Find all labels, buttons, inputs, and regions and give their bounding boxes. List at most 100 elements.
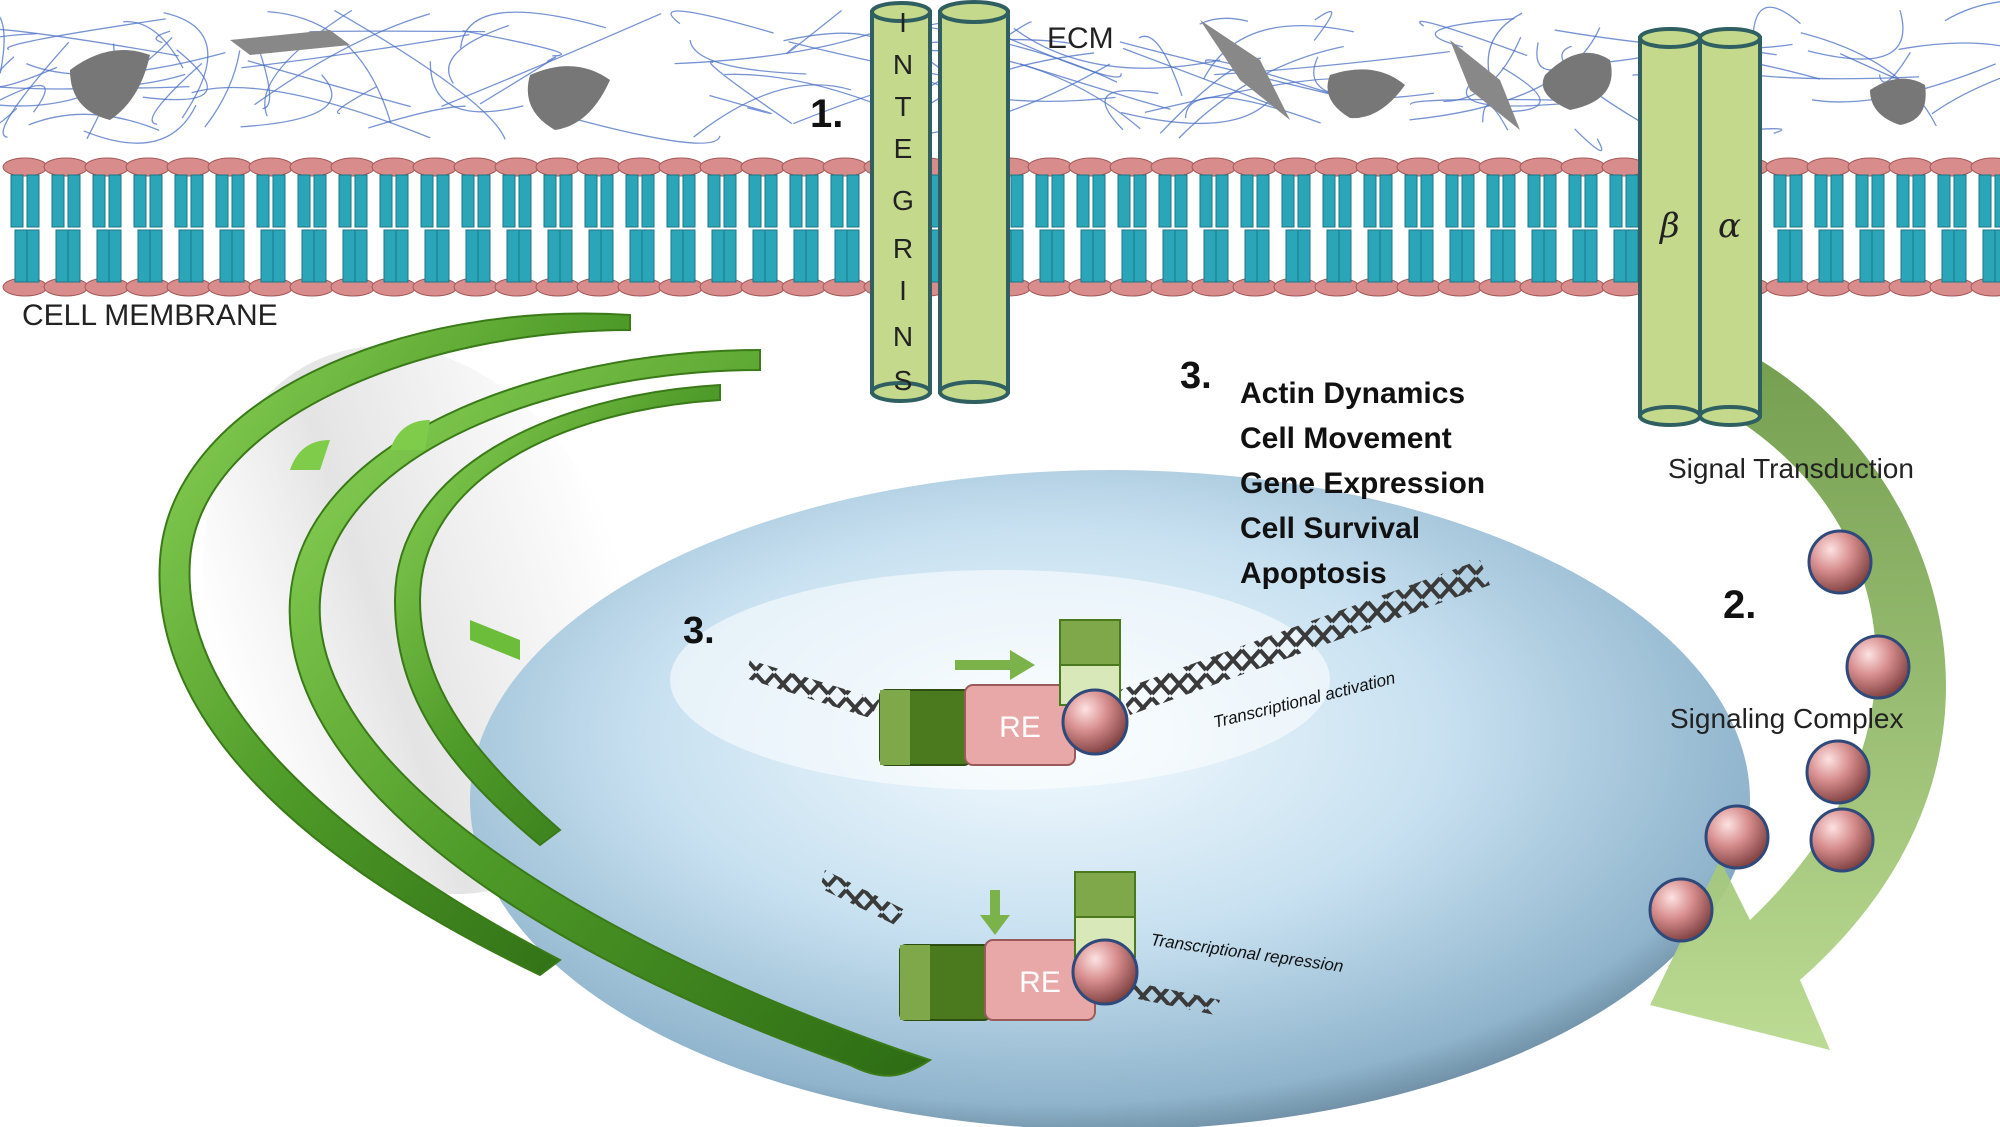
- ecm-fiber: [1313, 10, 1333, 41]
- nucleus: [470, 470, 1750, 1127]
- lipid-unit: [84, 157, 130, 297]
- ecm-fiber: [479, 56, 557, 105]
- signaling-molecule: [1809, 807, 1875, 873]
- ecm-fiber: [674, 21, 902, 65]
- lipid-unit: [1355, 157, 1401, 297]
- ecm-fiber: [1898, 42, 2000, 51]
- lipid-unit: [1560, 157, 1606, 297]
- cell-membrane-label: CELL MEMBRANE: [22, 299, 278, 332]
- ecm-fiber: [1199, 17, 1249, 25]
- ecm-fiber: [1807, 10, 1904, 60]
- lipid-unit: [330, 157, 376, 297]
- lipid-unit: [289, 157, 335, 297]
- lipid-unit: [1314, 157, 1360, 297]
- lipid-unit: [207, 157, 253, 297]
- lipid-unit: [1191, 157, 1237, 297]
- lipid-unit: [248, 157, 294, 297]
- ecm-fiber: [123, 21, 184, 69]
- signaling-molecule: [1845, 634, 1911, 700]
- ecm-fiber: [1434, 18, 1515, 48]
- signaling-molecule: [1807, 529, 1873, 595]
- signaling-molecule: [1648, 877, 1714, 943]
- ecm-fiber: [0, 16, 5, 74]
- ecm-fiber: [1419, 20, 1528, 57]
- ecm-fiber: [670, 10, 774, 34]
- transcription-complex-repression: [899, 871, 1139, 1021]
- lipid-unit: [1929, 157, 1975, 297]
- lipid-unit: [1806, 157, 1852, 297]
- ecm-fiber: [693, 84, 852, 138]
- signaling-molecule: [1805, 739, 1871, 805]
- endoplasmic-reticulum: [158, 312, 933, 1077]
- lipid-unit: [576, 157, 622, 297]
- ecm-fiber: [1800, 32, 1937, 127]
- lipid-unit: [453, 157, 499, 297]
- lipid-unit: [43, 157, 89, 297]
- ecm-fiber: [0, 84, 46, 113]
- ecm-fiber: [459, 11, 607, 49]
- transcription-complex-activation: [879, 619, 1129, 766]
- lipid-unit: [125, 157, 171, 297]
- lipid-unit: [535, 157, 581, 297]
- lipid-unit: [1847, 157, 1893, 297]
- ecm-fiber: [267, 11, 392, 124]
- ecm-fiber: [1574, 128, 1603, 152]
- outcome-item: Actin Dynamics: [1240, 377, 1465, 410]
- ecm-fiber: [429, 61, 524, 113]
- ecm-fiber: [6, 18, 166, 51]
- ecm-fiber: [254, 13, 431, 106]
- ecm-fiber: [709, 61, 793, 125]
- ecm-fiber: [83, 104, 197, 144]
- ecm-fiber: [1501, 67, 1541, 113]
- ecm-fiber: [462, 30, 563, 57]
- lipid-unit: [699, 157, 745, 297]
- ecm-fiber: [309, 30, 486, 33]
- lipid-unit: [1232, 157, 1278, 297]
- outcome-item: Cell Movement: [1240, 422, 1452, 455]
- lipid-unit: [822, 157, 868, 297]
- integrin-letter: R: [893, 233, 913, 264]
- ecm-fiber: [1203, 25, 1354, 79]
- integrin-letter: N: [893, 49, 913, 80]
- outcomes-list: Actin Dynamics Cell Movement Gene Expres…: [1240, 377, 1485, 590]
- lipid-unit: [1027, 157, 1073, 297]
- integrin-letter: S: [894, 365, 913, 396]
- integrin-letter: I: [899, 7, 907, 38]
- outcome-item: Apoptosis: [1240, 557, 1387, 590]
- lipid-unit: [1109, 157, 1155, 297]
- ecm-fiber: [2, 41, 70, 138]
- alpha-label: α: [1718, 206, 1741, 246]
- ecm-fiber: [0, 56, 58, 88]
- lipid-unit: [1888, 157, 1934, 297]
- lipid-unit: [371, 157, 417, 297]
- signaling-molecules: [1648, 529, 1911, 943]
- lipid-unit: [412, 157, 458, 297]
- ecm-fiber: [142, 49, 208, 101]
- ecm-fiber: [1465, 85, 1581, 107]
- lipid-unit: [2, 157, 48, 297]
- ecm-fiber: [1409, 27, 1601, 121]
- ecm-fiber: [1019, 63, 1171, 110]
- step-2-label: 2.: [1723, 583, 1756, 627]
- outcome-item: Cell Survival: [1240, 512, 1420, 545]
- ecm-fiber: [1104, 90, 1159, 131]
- ecm-fiber: [155, 30, 171, 44]
- integrin-letter: T: [894, 91, 911, 122]
- lipid-unit: [1437, 157, 1483, 297]
- ecm-fiber: [1410, 98, 1561, 106]
- ecm-fiber: [28, 113, 160, 132]
- ecm-fiber: [336, 86, 377, 115]
- ecm-proteins: [70, 20, 1926, 130]
- integrin-letter: N: [893, 321, 913, 352]
- ecm-fiber: [1944, 1, 2000, 22]
- lipid-unit: [1478, 157, 1524, 297]
- ecm-fiber: [151, 62, 203, 125]
- ecm-fiber: [1752, 6, 1801, 40]
- re-label-bottom: RE: [1019, 966, 1061, 999]
- integrin-letter: G: [892, 185, 914, 216]
- lipid-unit: [1068, 157, 1114, 297]
- outcome-item: Gene Expression: [1240, 467, 1485, 500]
- lipid-unit: [1970, 157, 2000, 297]
- lipid-unit: [166, 157, 212, 297]
